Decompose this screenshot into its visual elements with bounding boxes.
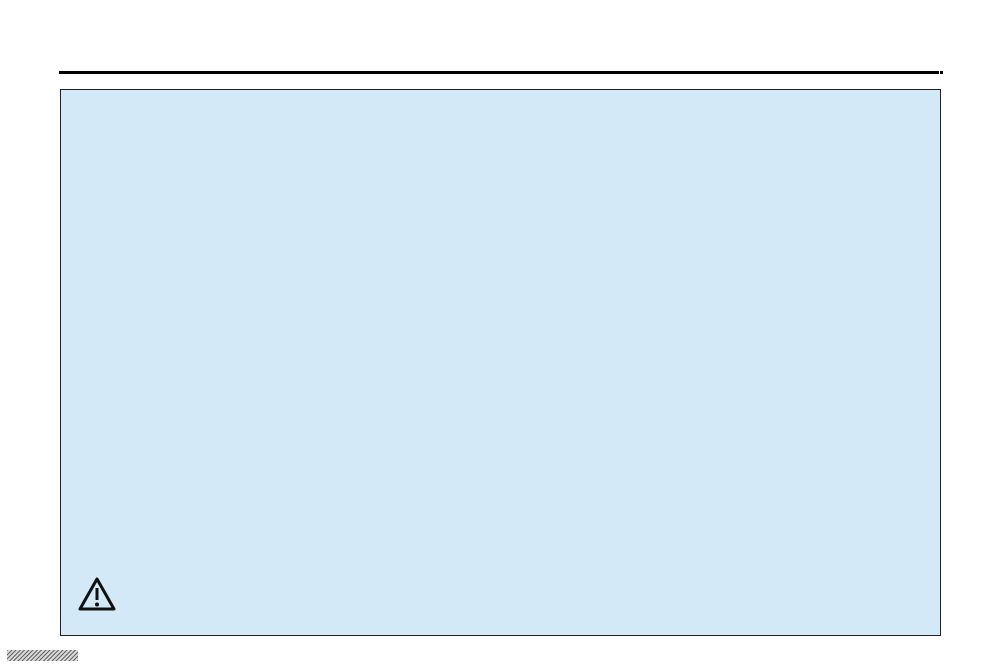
warning-note-panel	[60, 89, 941, 636]
footer-hatch-mark	[7, 650, 78, 661]
header-rule	[59, 71, 939, 74]
warning-triangle-icon	[77, 576, 117, 612]
header-rule-end-dot	[940, 71, 943, 74]
